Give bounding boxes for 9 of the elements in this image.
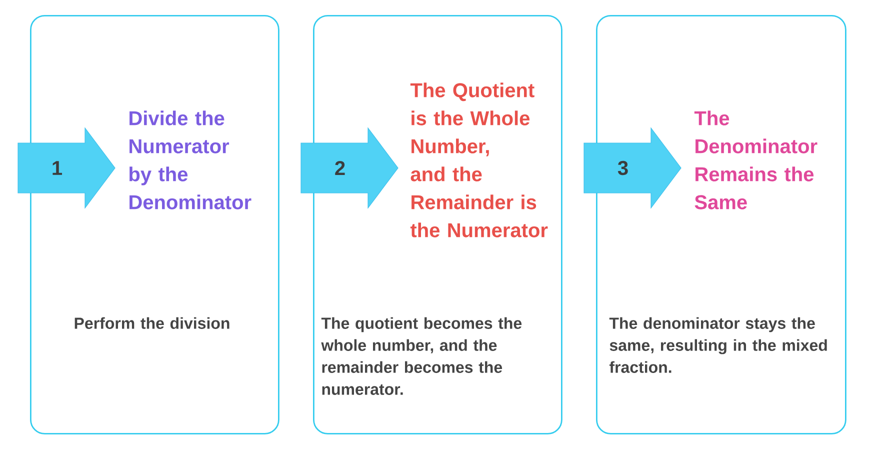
step-title: The Quotient is the Whole Number, and the Remainder is the Numerator <box>410 82 548 238</box>
step-description: The denominator stays the same, resulting in the mixed fraction. <box>609 317 827 373</box>
card <box>313 15 562 434</box>
card <box>596 15 846 434</box>
step-description: Perform the division <box>74 317 230 329</box>
step-title: The Denominator Remains the Same <box>694 110 818 210</box>
card <box>30 15 280 434</box>
step-description: The quotient becomes the whole number, and the remainder becomes the numerator. <box>321 317 522 395</box>
step-title: Divide the Numerator by the Denominator <box>130 110 252 210</box>
